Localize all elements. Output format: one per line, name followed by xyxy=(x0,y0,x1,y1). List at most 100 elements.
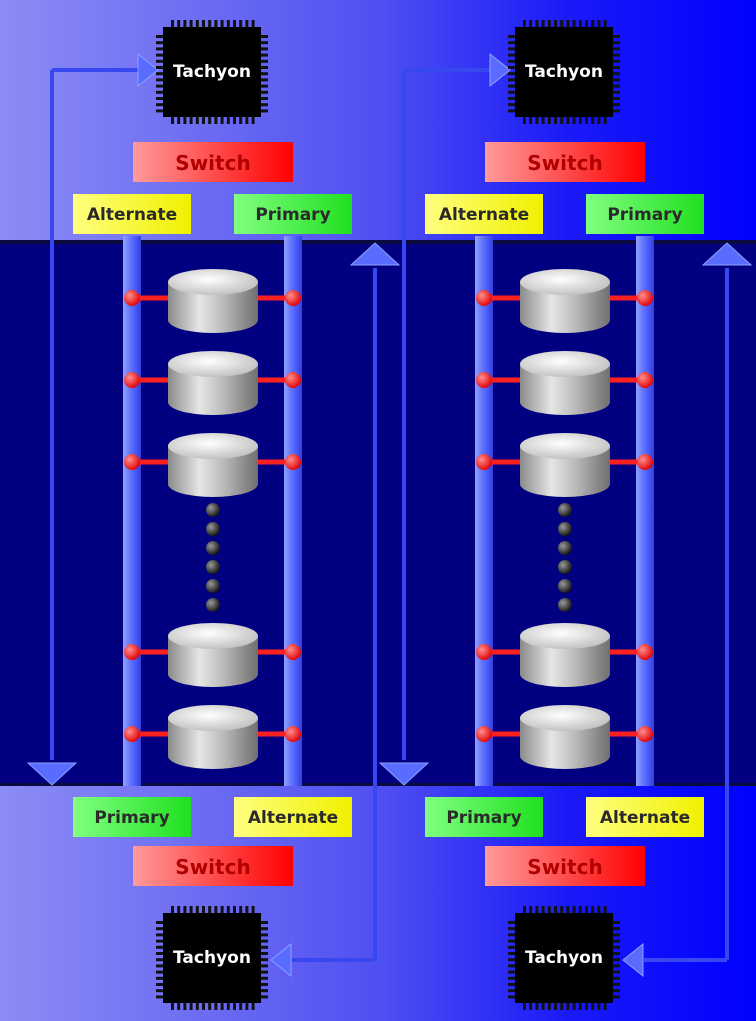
disk-icon xyxy=(168,269,258,333)
arrow-icon xyxy=(349,242,401,266)
node-dot-icon xyxy=(124,290,140,306)
ellipsis-dot xyxy=(558,579,572,593)
chip-pin xyxy=(171,906,174,914)
chip-pin xyxy=(554,116,557,124)
chip-pin xyxy=(612,90,620,94)
chip-pin xyxy=(508,921,516,924)
bottom-port-primary: Primary xyxy=(73,797,191,837)
chip-pin xyxy=(156,53,164,57)
chip-pin xyxy=(260,983,268,986)
chip-pin xyxy=(612,35,620,38)
chip-pin xyxy=(195,20,199,28)
chip-pin xyxy=(572,906,576,914)
chip-pin xyxy=(541,906,545,914)
chip-pin xyxy=(591,116,595,124)
node-dot-icon xyxy=(285,726,301,742)
chip-pin xyxy=(202,906,205,914)
chip-pin xyxy=(171,20,174,28)
disk-icon xyxy=(520,623,610,687)
node-dot-icon xyxy=(124,726,140,742)
bottom-port-alternate: Alternate xyxy=(586,797,704,837)
chip-pin xyxy=(156,939,164,943)
ellipsis-dot xyxy=(206,503,220,517)
arrow-icon xyxy=(378,762,430,786)
chip-pin xyxy=(612,976,620,980)
chip-pin xyxy=(183,20,187,28)
chip-pin xyxy=(612,983,620,986)
chip-pin xyxy=(508,53,516,57)
chip-pin xyxy=(183,116,187,124)
chip-pin xyxy=(214,116,218,124)
chip-label: Tachyon xyxy=(525,62,603,82)
chip-pin xyxy=(585,116,588,124)
top-chip: Tachyon xyxy=(508,20,620,124)
bus-b xyxy=(284,236,302,786)
chip-pin xyxy=(260,945,268,949)
port-box xyxy=(73,797,191,837)
port-label: Alternate xyxy=(600,808,690,828)
disk-body xyxy=(168,636,258,687)
chip-label: Tachyon xyxy=(173,62,251,82)
chip-pin xyxy=(603,116,607,124)
chip-pin xyxy=(566,1002,570,1010)
ellipsis-dot xyxy=(558,598,572,612)
chip-pin xyxy=(245,1002,249,1010)
top-port-alternate: Alternate xyxy=(73,194,191,234)
chip-pin xyxy=(508,84,516,88)
chip-pin xyxy=(260,41,268,45)
disk-icon xyxy=(520,705,610,769)
disk-top xyxy=(168,351,258,377)
bottom-chip: Tachyon xyxy=(156,906,268,1010)
chip-pin xyxy=(612,72,620,76)
switch-box xyxy=(133,846,293,886)
node-dot-icon xyxy=(637,372,653,388)
disk-top xyxy=(520,623,610,649)
chip-pin xyxy=(171,1002,174,1010)
chip-pin xyxy=(260,970,268,974)
chip-pin xyxy=(156,90,164,94)
chip-pin xyxy=(202,20,205,28)
chip-pin xyxy=(523,906,526,914)
chip-pin xyxy=(208,906,212,914)
chip-pin xyxy=(612,995,620,999)
port-label: Primary xyxy=(446,808,521,828)
node-dot-icon xyxy=(285,644,301,660)
chip-pin xyxy=(508,72,516,76)
chip-pin xyxy=(585,20,588,28)
chip-pin xyxy=(508,933,516,937)
chip-pin xyxy=(508,939,516,943)
bottom-port-primary: Primary xyxy=(425,797,543,837)
chip-pin xyxy=(239,116,243,124)
chip-pin xyxy=(220,906,224,914)
chip-pin xyxy=(156,921,164,924)
chip-pin xyxy=(177,1002,181,1010)
chip-pin xyxy=(183,1002,187,1010)
chip-pin xyxy=(156,78,164,82)
switch-box xyxy=(485,142,645,182)
chip-pin xyxy=(566,20,570,28)
chip-pin xyxy=(554,906,557,914)
chip-pin xyxy=(156,964,164,968)
chip-pin xyxy=(239,1002,243,1010)
chip-pin xyxy=(156,97,164,100)
bus-b xyxy=(636,236,654,786)
chip-pin xyxy=(560,20,564,28)
disk-top xyxy=(168,433,258,459)
chip-icon xyxy=(163,913,261,1003)
chip-pin xyxy=(597,906,601,914)
chip-pin xyxy=(156,84,164,88)
disk-top xyxy=(520,705,610,731)
chip-pin xyxy=(566,116,570,124)
disk-icon xyxy=(520,269,610,333)
chip-pin xyxy=(508,927,516,931)
chip-pin xyxy=(547,1002,551,1010)
node-dot-icon xyxy=(285,372,301,388)
disk-icon xyxy=(520,351,610,415)
chip-pin xyxy=(523,1002,526,1010)
chip-pin xyxy=(233,20,236,28)
chip-pin xyxy=(535,1002,539,1010)
chip-pin xyxy=(508,109,516,113)
chip-pin xyxy=(560,906,564,914)
